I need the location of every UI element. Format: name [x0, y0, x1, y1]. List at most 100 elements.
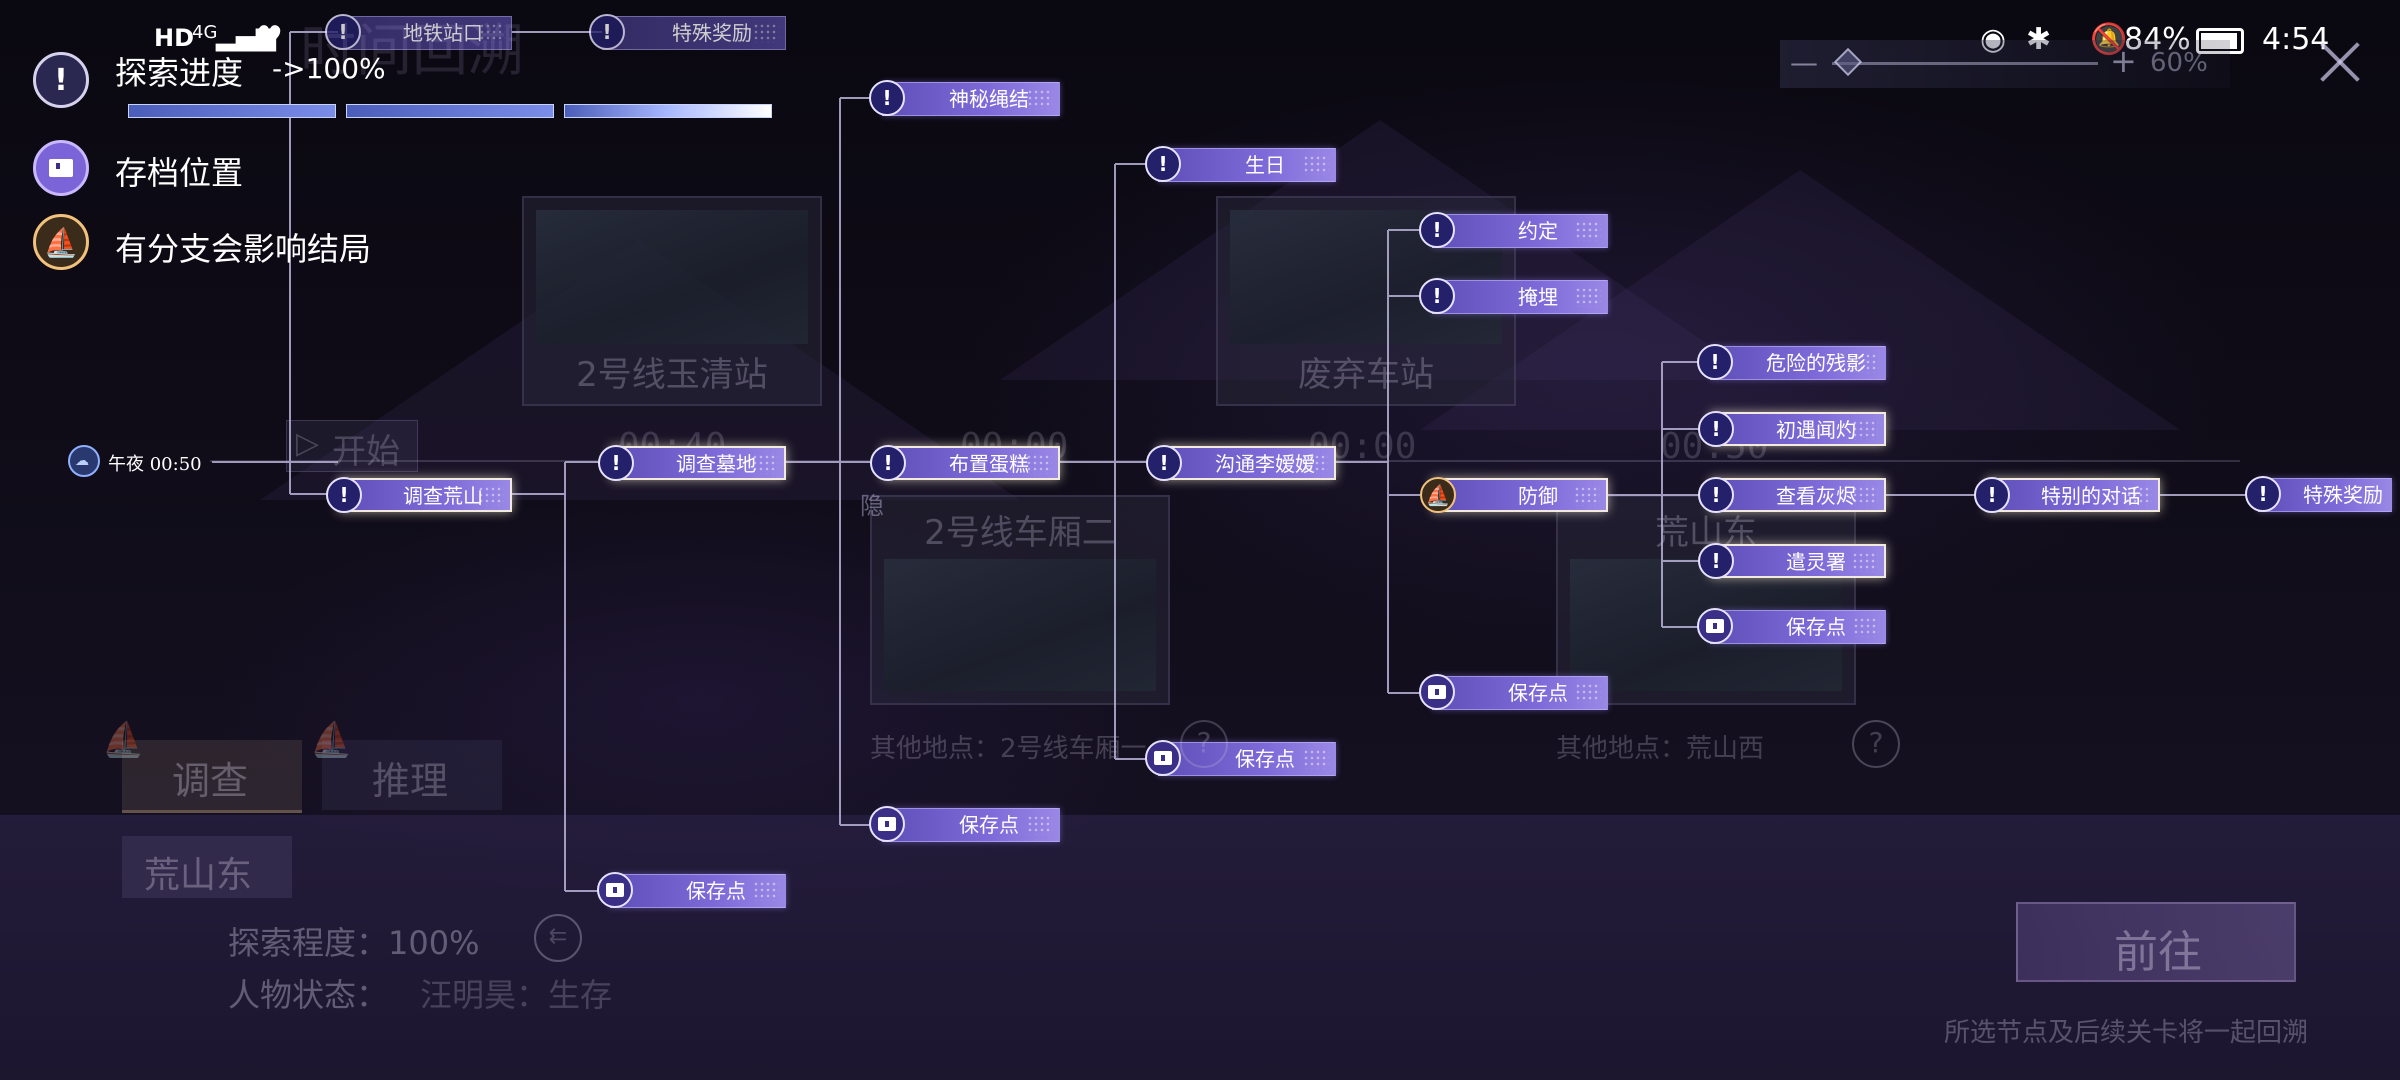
tab-reason[interactable]: 推理 [322, 740, 502, 810]
exclamation-icon: ! [1146, 445, 1182, 481]
exclamation-icon: ! [1697, 344, 1733, 380]
current-location-box: 荒山东 [122, 836, 292, 898]
event-node-spirit-office[interactable]: ! 遣灵署 [1698, 543, 1886, 579]
node-texture [753, 23, 779, 43]
location-thumbnail [884, 559, 1156, 691]
progress-segment [564, 104, 772, 118]
close-icon[interactable] [2318, 40, 2362, 84]
exclamation-icon: ! [1419, 212, 1455, 248]
node-label: 调查墓地 [676, 452, 756, 476]
progress-segment [128, 104, 336, 118]
play-icon: ▷ [296, 426, 320, 461]
start-time-label: 午夜 00:50 [108, 454, 202, 475]
node-label: 防御 [1518, 484, 1558, 508]
node-label: 保存点 [1508, 681, 1568, 705]
event-node-ditie[interactable]: ! 地铁站口 [325, 14, 512, 50]
node-texture [478, 486, 504, 506]
node-texture [1303, 155, 1329, 175]
event-node-special-reward-2[interactable]: ! 特殊奖励 [2245, 476, 2392, 512]
zoom-thumb[interactable] [1833, 47, 1863, 77]
goto-button[interactable]: 前往 [2016, 902, 2296, 982]
event-node-arrange-cake[interactable]: ! 布置蛋糕 [870, 445, 1060, 481]
progress-value: ->100% [272, 52, 386, 85]
exclamation-icon: ! [1974, 477, 2010, 513]
node-texture [1852, 420, 1878, 440]
node-texture [479, 23, 505, 43]
other-location-text: 其他地点：2号线车厢一 [870, 734, 1147, 764]
branch-sail-icon: ⛵ [310, 720, 353, 760]
exclamation-legend-icon: ! [33, 52, 89, 108]
exclamation-icon: ! [598, 445, 634, 481]
start-time-node[interactable]: ☁ [68, 445, 100, 477]
node-texture [1026, 454, 1052, 474]
node-texture [1853, 617, 1879, 637]
event-node-special-talk[interactable]: ! 特别的对话 [1974, 477, 2160, 513]
save-point-node[interactable]: 保存点 [1697, 608, 1886, 644]
cloud-icon: ☁ [75, 453, 89, 469]
node-label: 保存点 [1235, 747, 1295, 771]
save-point-node[interactable]: 保存点 [869, 806, 1060, 842]
tab-investigate-label: 调查 [172, 759, 249, 803]
other-location-text: 其他地点：荒山西 [1556, 734, 1765, 764]
node-texture [1303, 749, 1329, 769]
event-node-birthday[interactable]: ! 生日 [1145, 146, 1336, 182]
start-label: 开始 [332, 432, 400, 472]
help-icon[interactable]: ? [1852, 720, 1900, 768]
node-texture [753, 881, 779, 901]
event-node-promise[interactable]: ! 约定 [1419, 212, 1608, 248]
node-texture [1852, 552, 1878, 572]
event-node-check-ashes[interactable]: ! 查看灰烬 [1698, 477, 1886, 513]
exclamation-icon: ! [589, 14, 625, 50]
node-texture [1575, 683, 1601, 703]
exclamation-icon: ! [325, 14, 361, 50]
signal-icon: ▂▄▆ [216, 22, 276, 52]
node-texture [1574, 486, 1600, 506]
save-legend-icon [33, 140, 89, 196]
legend-save-label: 存档位置 [115, 154, 244, 192]
node-label: 保存点 [959, 813, 1019, 837]
event-node-bury[interactable]: ! 掩埋 [1419, 278, 1608, 314]
node-label: 调查荒山 [403, 484, 483, 508]
node-texture [1575, 221, 1601, 241]
node-texture [2126, 486, 2152, 506]
zoom-plus-button[interactable]: + [2110, 42, 2137, 80]
share-icon[interactable]: ⇇ [534, 914, 582, 962]
node-label: 查看灰烬 [1776, 484, 1856, 508]
event-node-investigate-hill[interactable]: ! 调查荒山 [326, 477, 512, 513]
folder-icon [869, 806, 905, 842]
exclamation-icon: ! [870, 445, 906, 481]
event-node-investigate-grave[interactable]: ! 调查墓地 [598, 445, 786, 481]
event-node-special-reward[interactable]: ! 特殊奖励 [589, 14, 786, 50]
zoom-minus-button[interactable]: — [1790, 46, 1818, 79]
exclamation-icon: ! [326, 477, 362, 513]
location-title: 2号线玉清站 [576, 355, 768, 395]
event-node-first-meet[interactable]: ! 初遇闻灼 [1698, 411, 1886, 447]
event-node-mystery-knot[interactable]: ! 神秘绳结 [869, 80, 1060, 116]
location-card[interactable]: 2号线车厢二 [870, 495, 1170, 705]
event-node-danger-shadow[interactable]: ! 危险的残影 [1697, 344, 1886, 380]
location-card[interactable]: 2号线玉清站 [522, 196, 822, 406]
node-texture [1575, 287, 1601, 307]
explore-degree: 探索程度：100% [228, 924, 480, 962]
current-location: 荒山东 [144, 855, 253, 896]
help-icon[interactable]: ? [1180, 720, 1228, 768]
goto-button-label: 前往 [2114, 927, 2202, 978]
zoom-level: 60% [2150, 48, 2208, 78]
zoom-track[interactable] [1832, 62, 2098, 65]
hd-indicator: HD [154, 24, 195, 52]
exclamation-icon: ! [1419, 278, 1455, 314]
zoom-slider[interactable]: — + 60% [1780, 40, 2230, 88]
event-node-defend[interactable]: ⛵ 防御 [1420, 477, 1608, 513]
branch-legend-icon: ⛵ [33, 214, 89, 270]
save-point-node[interactable]: 保存点 [1419, 674, 1608, 710]
save-point-node[interactable]: 保存点 [597, 872, 786, 908]
node-label: 约定 [1518, 219, 1558, 243]
event-node-talk-li[interactable]: ! 沟通李嫒嫒 [1146, 445, 1336, 481]
node-texture [1302, 454, 1328, 474]
tab-reason-label: 推理 [372, 759, 449, 803]
tab-investigate[interactable]: 调查 [122, 740, 302, 813]
location-card[interactable]: 荒山东 [1556, 495, 1856, 705]
character-status-value: 汪明昊：生存 [420, 976, 613, 1014]
node-label: 特殊奖励 [672, 21, 752, 45]
node-label: 神秘绳结 [949, 87, 1029, 111]
